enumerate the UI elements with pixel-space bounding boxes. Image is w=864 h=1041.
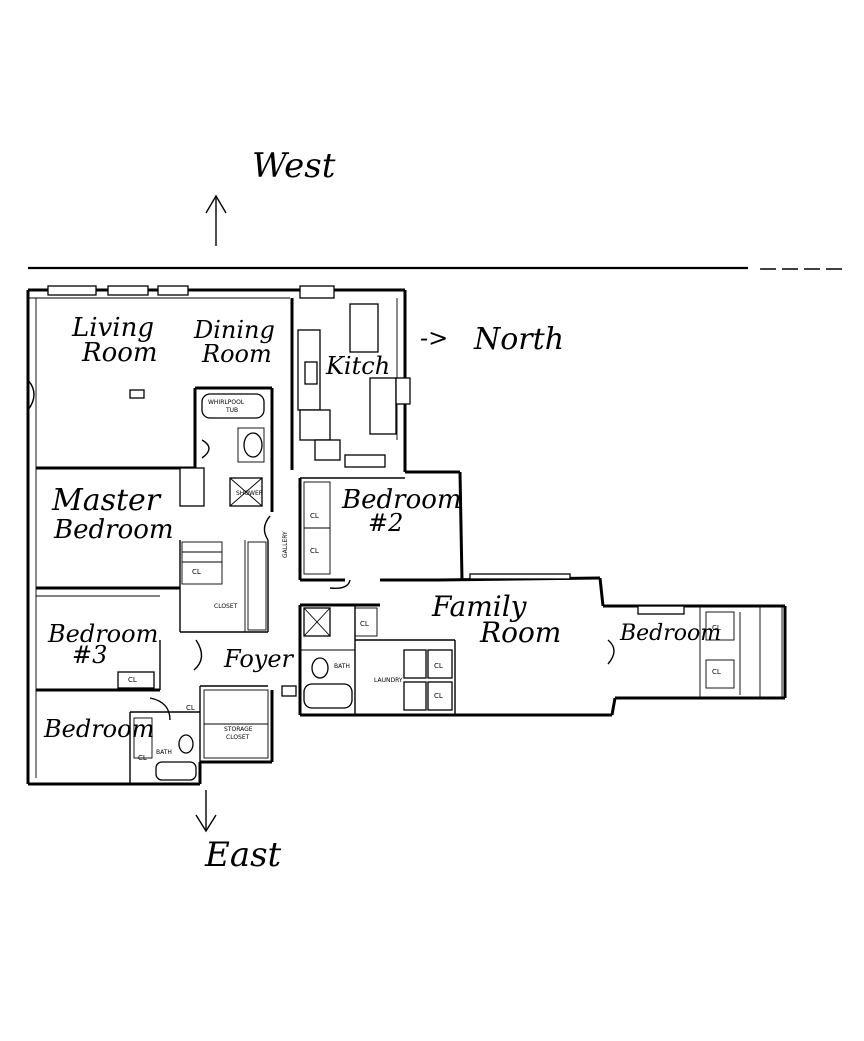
cl-label-ne-a: CL bbox=[712, 624, 721, 632]
storage-closet-label: STORAGE CLOSET bbox=[224, 726, 253, 741]
dining-room-line2: Room bbox=[201, 340, 272, 368]
dining-room-line1: Dining bbox=[193, 316, 275, 344]
cl-label-bedroom2-a: CL bbox=[310, 512, 319, 520]
bedroom-3-line1: Bedroom bbox=[47, 620, 158, 648]
bedroom-2-line2: #2 bbox=[368, 509, 403, 537]
gallery-label: GALLERY bbox=[282, 531, 289, 558]
cl-label-master: CL bbox=[192, 568, 201, 576]
room-family-room: Family Room bbox=[431, 590, 561, 649]
interior-walls bbox=[36, 298, 741, 784]
closet-label: CLOSET bbox=[214, 603, 238, 610]
cl-label-foyer: CL bbox=[186, 704, 195, 712]
boundary-line bbox=[28, 266, 842, 270]
whirlpool-line2: TUB bbox=[225, 407, 238, 414]
north-label: North bbox=[473, 322, 564, 357]
east-arrow-icon bbox=[195, 790, 217, 833]
west-arrow-icon bbox=[205, 194, 227, 246]
west-label: West bbox=[252, 146, 336, 186]
room-bedroom-3: Bedroom #3 bbox=[47, 620, 158, 669]
cl-label-bedroom2-b: CL bbox=[310, 547, 319, 555]
family-room-line1: Family bbox=[431, 590, 528, 623]
room-bedroom-2: Bedroom #2 bbox=[341, 485, 462, 537]
living-room-line2: Room bbox=[81, 338, 158, 368]
room-dining-room: Dining Room bbox=[193, 316, 275, 368]
bedroom-3-line2: #3 bbox=[72, 641, 107, 669]
living-room-line1: Living bbox=[71, 313, 154, 343]
bath-label-sw: BATH bbox=[156, 749, 172, 756]
room-kitchen: Kitch bbox=[325, 352, 390, 380]
room-bedroom-sw: Bedroom bbox=[43, 715, 154, 743]
bath-label-family: BATH bbox=[334, 663, 350, 670]
east-label: East bbox=[204, 835, 282, 875]
cl-label-bedroom3: CL bbox=[128, 676, 137, 684]
doors bbox=[27, 379, 615, 721]
master-bedroom-line1: Master bbox=[51, 483, 162, 518]
cl-label-family: CL bbox=[360, 620, 369, 628]
cl-label-laundry-b: CL bbox=[434, 692, 443, 700]
north-arrow-icon: -> bbox=[420, 324, 448, 352]
cl-label-bath-sw: CL bbox=[138, 754, 147, 762]
laundry-label: LAUNDRY bbox=[374, 677, 403, 684]
family-room-line2: Room bbox=[479, 616, 561, 649]
room-bedroom-ne: Bedroom bbox=[619, 621, 721, 646]
room-living-room: Living Room bbox=[71, 313, 158, 368]
cl-label-ne-b: CL bbox=[712, 668, 721, 676]
whirlpool-tub-label: WHIRLPOOL TUB bbox=[208, 399, 245, 414]
bedroom-2-line1: Bedroom bbox=[341, 485, 462, 515]
room-master-bedroom: Master Bedroom bbox=[51, 483, 174, 545]
fixtures bbox=[47, 285, 783, 781]
master-bedroom-line2: Bedroom bbox=[53, 515, 174, 545]
whirlpool-line1: WHIRLPOOL bbox=[208, 399, 245, 406]
room-foyer: Foyer bbox=[223, 645, 295, 673]
cl-label-laundry-a: CL bbox=[434, 662, 443, 670]
shower-label: SHOWER bbox=[236, 490, 263, 497]
exterior-walls bbox=[26, 288, 787, 786]
storage-closet-line2: CLOSET bbox=[226, 734, 250, 741]
storage-closet-line1: STORAGE bbox=[224, 726, 253, 733]
